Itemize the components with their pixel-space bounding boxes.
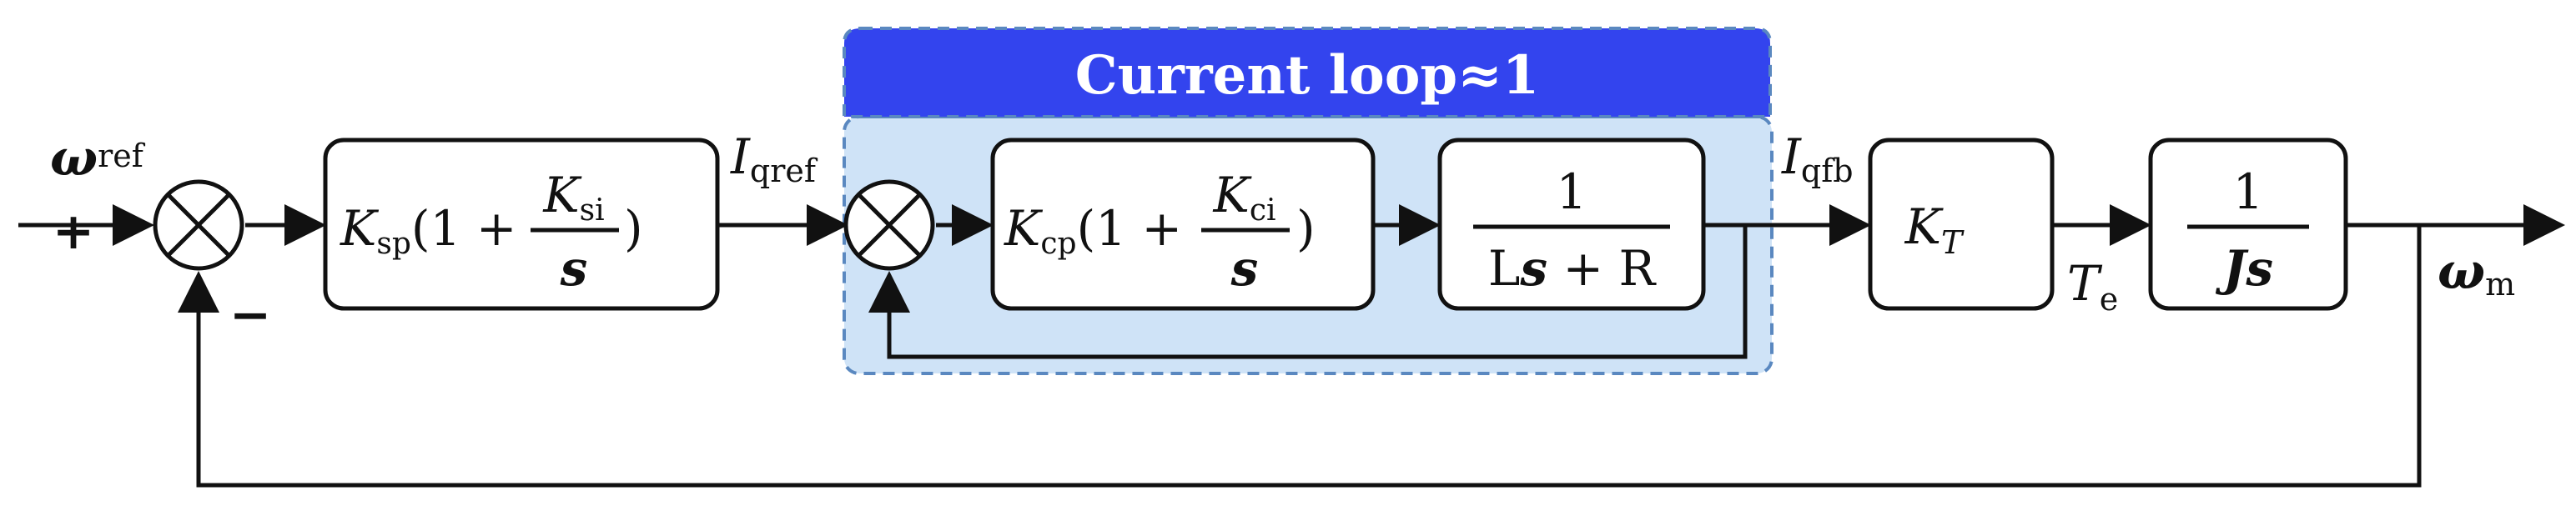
speed-pi-numerator: Ksi: [542, 167, 604, 228]
electrical-plant-numerator: 1: [1557, 163, 1587, 220]
plus-sign: +: [53, 203, 94, 261]
summing-junction-current: [843, 179, 935, 271]
current-pi-gain: Kcp(1 +: [1004, 200, 1198, 261]
electrical-plant-block: 1 Ls + R: [1437, 138, 1706, 311]
omega-m-label: ωm: [2438, 243, 2515, 303]
signal-wires: [18, 204, 2565, 488]
speed-pi-gain: Ksp(1 +: [340, 200, 532, 261]
iqfb-label: Iqfb: [1781, 128, 1854, 189]
speed-pi-close-paren: ): [624, 200, 643, 257]
speed-pi-denominator: s: [560, 240, 588, 297]
speed-pi-block: Ksp(1 + Ksi s ): [323, 138, 720, 311]
current-loop-title: Current loop≈1: [1075, 44, 1540, 107]
torque-constant-label: KT: [1904, 198, 1965, 261]
mechanical-numerator: 1: [2233, 163, 2264, 220]
electrical-plant-denominator: Ls + R: [1488, 240, 1658, 297]
iqref-label: Iqref: [730, 128, 818, 189]
te-label: Te: [2067, 255, 2118, 318]
wire-current-feedback: [868, 225, 1748, 359]
omega-ref-label: ωref: [50, 129, 146, 188]
minus-sign: −: [229, 286, 271, 344]
current-pi-numerator: Kci: [1212, 167, 1275, 228]
current-pi-close-paren: ): [1296, 200, 1316, 257]
wire-speed-feedback: [178, 225, 2422, 488]
current-loop-banner: [843, 27, 1772, 118]
current-pi-denominator: s: [1230, 240, 1259, 297]
mechanical-block: 1 Js: [2148, 138, 2348, 311]
current-pi-block: Kcp(1 + Kci s ): [990, 138, 1376, 311]
torque-constant-block: KT: [1868, 138, 2055, 311]
summing-junction-speed: [153, 179, 244, 271]
mechanical-denominator: Js: [2215, 240, 2273, 297]
